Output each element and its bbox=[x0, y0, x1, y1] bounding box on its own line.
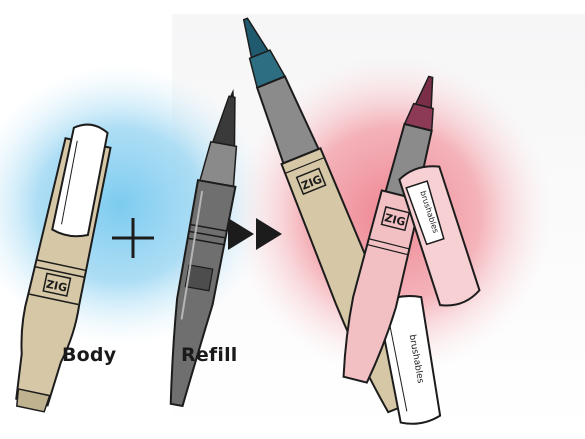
refill-caption: Refill bbox=[181, 344, 238, 366]
body-caption: Body bbox=[62, 344, 116, 366]
